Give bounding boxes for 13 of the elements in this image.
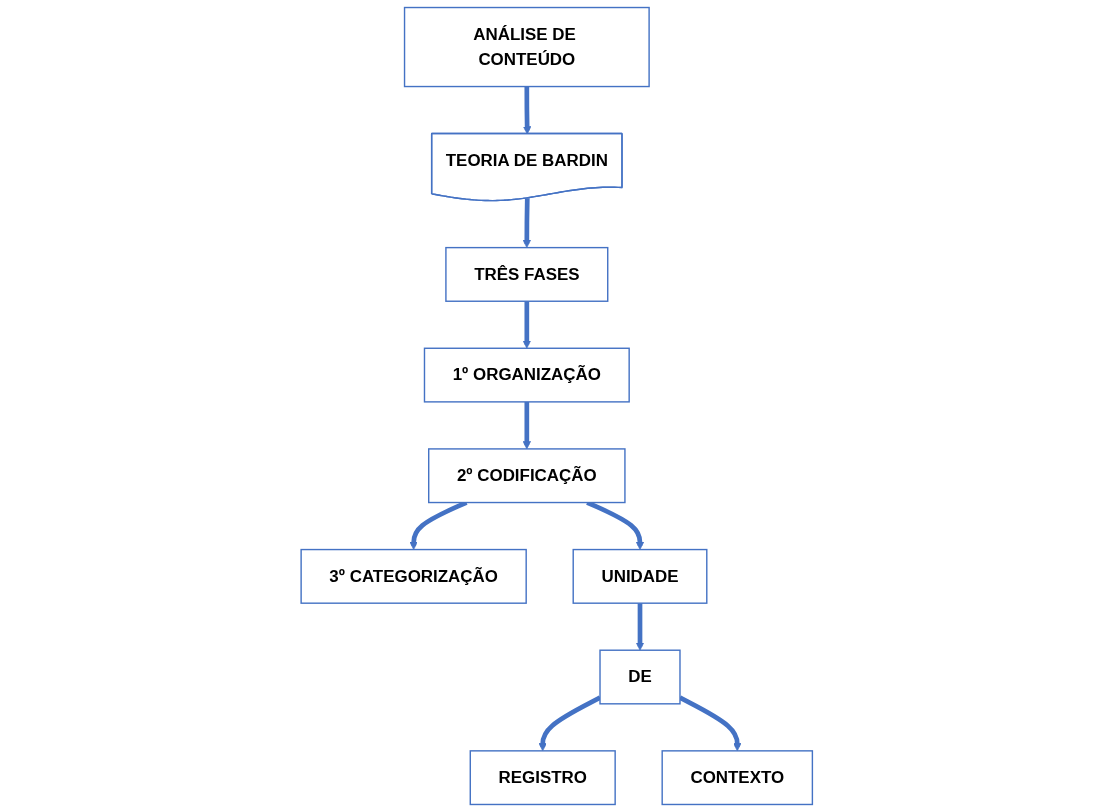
arrow	[522, 301, 531, 349]
arrow	[635, 603, 644, 651]
node-box: TRÊS FASES	[444, 246, 609, 302]
arrow	[522, 401, 531, 450]
node-box: CONTEXTO	[661, 750, 813, 806]
node-box: ANÁLISE DE CONTEÚDO	[403, 6, 650, 88]
node-box: 1º ORGANIZAÇÃO	[423, 347, 630, 403]
arrow	[522, 198, 531, 248]
node-box: UNIDADE	[572, 548, 708, 604]
node-box: 3º CATEGORIZAÇÃO	[300, 548, 527, 604]
node-box: REGISTRO	[469, 750, 616, 806]
node-box: DE	[599, 649, 681, 705]
node-box: 2º CODIFICAÇÃO	[427, 448, 626, 504]
